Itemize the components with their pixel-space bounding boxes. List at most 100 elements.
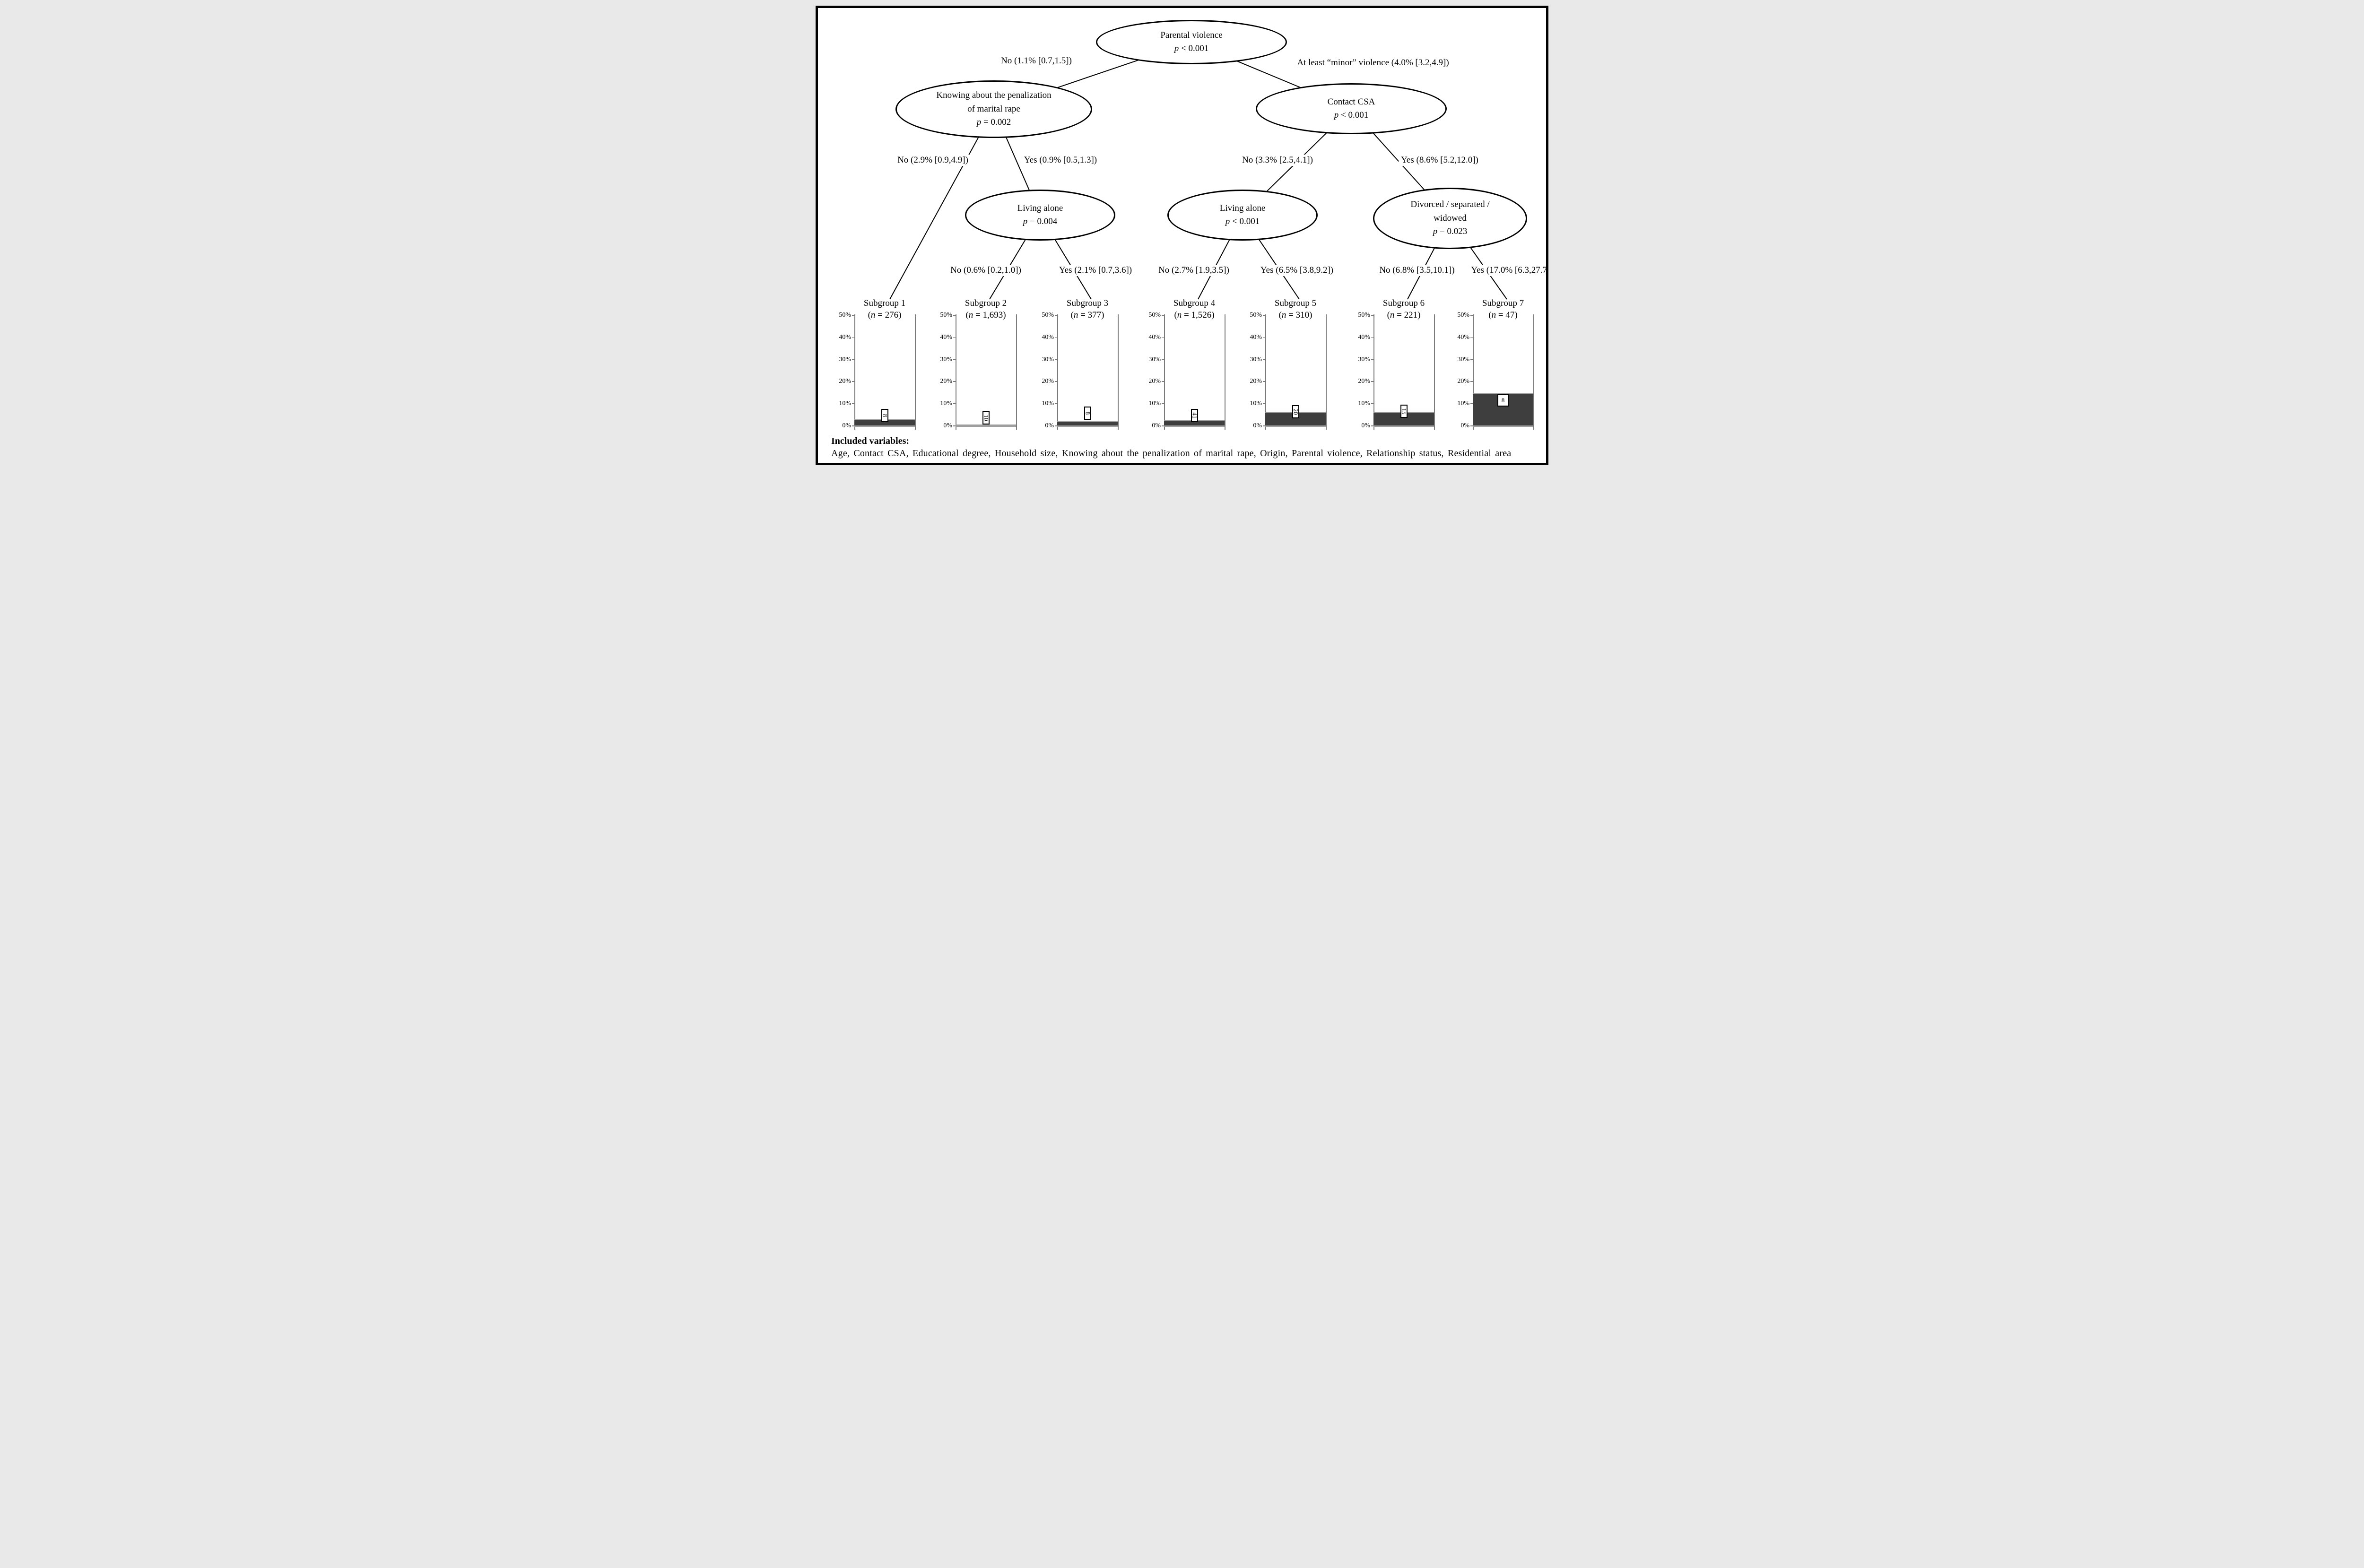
y-axis-tick-label: 50% [1042, 312, 1054, 319]
y-axis-tick [953, 359, 956, 360]
y-axis-tick [1055, 359, 1057, 360]
y-axis-tick [852, 337, 854, 338]
y-axis-tick [1162, 425, 1164, 426]
y-axis-line [1164, 314, 1165, 430]
y-axis-tick-label: 10% [940, 400, 952, 407]
y-axis-tick-label: 50% [1250, 312, 1262, 319]
branch-label: Yes (0.9% [0.5,1.3]) [1021, 155, 1100, 166]
y-axis-tick [1470, 315, 1473, 316]
subgroup-n: (n = 1,693) [965, 310, 1006, 320]
y-axis-tick [1162, 403, 1164, 404]
y-axis-tick-label: 50% [940, 312, 952, 319]
y-axis-tick-label: 40% [1250, 333, 1262, 341]
node-label: Parental violence [1160, 30, 1223, 40]
y-axis-tick-label: 40% [1042, 333, 1054, 341]
y-axis-tick-label: 30% [1042, 355, 1054, 363]
y-axis-tick [1055, 425, 1057, 426]
subgroup-n: (n = 221) [1387, 310, 1421, 320]
y-axis-tick [1263, 337, 1265, 338]
node-label: of marital rape [967, 104, 1020, 114]
y-axis-tick [1263, 315, 1265, 316]
connector-line [889, 109, 994, 300]
subgroup-name: Subgroup 2 [965, 298, 1007, 308]
node-p-value: p = 0.023 [1433, 226, 1468, 237]
y-axis-tick-label: 30% [1148, 355, 1161, 363]
y-axis-tick [1162, 337, 1164, 338]
bar-value-text: 8 [881, 414, 888, 417]
subgroup-name: Subgroup 6 [1382, 298, 1425, 308]
y-axis-line [1373, 314, 1374, 430]
zero-gridline [1473, 425, 1533, 427]
y-axis-tick-label: 10% [1457, 400, 1469, 407]
branch-label: No (2.7% [1.9,3.5]) [1156, 265, 1232, 276]
y-axis-tick-label: 0% [943, 422, 952, 429]
y-axis-tick-label: 0% [842, 422, 851, 429]
included-variables-section: Included variables: Age, Contact CSA, Ed… [831, 435, 1537, 459]
node-p-value: p < 0.001 [1225, 217, 1260, 226]
y-axis-tick-label: 30% [839, 355, 851, 363]
y-axis-tick [1263, 381, 1265, 382]
y-axis-tick [953, 337, 956, 338]
y-axis-tick-label: 40% [1148, 333, 1161, 341]
chaid-tree-figure: Included variables: Age, Contact CSA, Ed… [816, 6, 1548, 465]
node-label: widowed [1434, 213, 1467, 223]
y-axis-tick [1371, 337, 1373, 338]
branch-label: No (3.3% [2.5,4.1]) [1240, 155, 1315, 166]
y-axis-tick [1371, 403, 1373, 404]
plot-right-border [1434, 314, 1435, 430]
y-axis-tick-label: 40% [839, 333, 851, 341]
y-axis-tick-label: 50% [1358, 312, 1370, 319]
y-axis-tick [852, 359, 854, 360]
y-axis-tick [953, 425, 956, 426]
y-axis-tick-label: 30% [1358, 355, 1370, 363]
y-axis-tick-label: 0% [1253, 422, 1262, 429]
y-axis-tick-label: 30% [940, 355, 952, 363]
y-axis-tick-label: 40% [1358, 333, 1370, 341]
branch-label: No (1.1% [0.7,1.5]) [999, 55, 1074, 67]
y-axis-tick [1162, 381, 1164, 382]
plot-right-border [915, 314, 916, 430]
y-axis-line [1473, 314, 1474, 430]
y-axis-tick [852, 425, 854, 426]
subgroup-title: Subgroup 6 (n = 221) [1361, 297, 1446, 321]
plot-right-border [1016, 314, 1017, 430]
y-axis-tick-label: 40% [940, 333, 952, 341]
y-axis-tick-label: 10% [1250, 400, 1262, 407]
subgroup-chart: Subgroup 3(n = 377)50%40%30%20%10%0%8 [1034, 296, 1142, 436]
y-axis-tick-label: 20% [1250, 378, 1262, 385]
y-axis-tick-label: 20% [940, 378, 952, 385]
y-axis-tick [1470, 359, 1473, 360]
subgroup-title: Subgroup 2 (n = 1,693) [943, 297, 1028, 321]
subgroup-name: Subgroup 5 [1274, 298, 1317, 308]
y-axis-tick-label: 0% [1361, 422, 1370, 429]
y-axis-tick-label: 20% [1457, 378, 1469, 385]
branch-label: No (6.8% [3.5,10.1]) [1377, 265, 1457, 276]
y-axis-tick-label: 20% [1148, 378, 1161, 385]
zero-gridline [1057, 425, 1118, 427]
bar-value-text: 8 [1084, 412, 1091, 415]
y-axis-tick [1263, 425, 1265, 426]
zero-gridline [1373, 425, 1434, 427]
plot-right-border [1326, 314, 1327, 430]
y-axis-tick-label: 30% [1250, 355, 1262, 363]
bar [956, 424, 1016, 426]
y-axis-tick [1371, 359, 1373, 360]
bar-value-text: 8 [1501, 397, 1505, 404]
bar-value-label: 8 [1084, 407, 1091, 420]
y-axis-tick [1470, 337, 1473, 338]
branch-label: No (0.6% [0.2,1.0]) [948, 265, 1024, 276]
y-axis-tick [852, 381, 854, 382]
y-axis-line [1057, 314, 1058, 430]
branch-label: Yes (2.1% [0.7,3.6]) [1056, 265, 1135, 276]
node-label: Knowing about the penalization [936, 90, 1052, 101]
y-axis-tick [1055, 403, 1057, 404]
y-axis-tick-label: 50% [1148, 312, 1161, 319]
included-variables-list: Age, Contact CSA, Educational degree, Ho… [831, 448, 1512, 459]
subgroup-chart: Subgroup 5(n = 310)50%40%30%20%10%0%20 [1242, 296, 1350, 436]
subgroup-name: Subgroup 1 [863, 298, 906, 308]
y-axis-tick [1162, 315, 1164, 316]
y-axis-tick-label: 20% [839, 378, 851, 385]
